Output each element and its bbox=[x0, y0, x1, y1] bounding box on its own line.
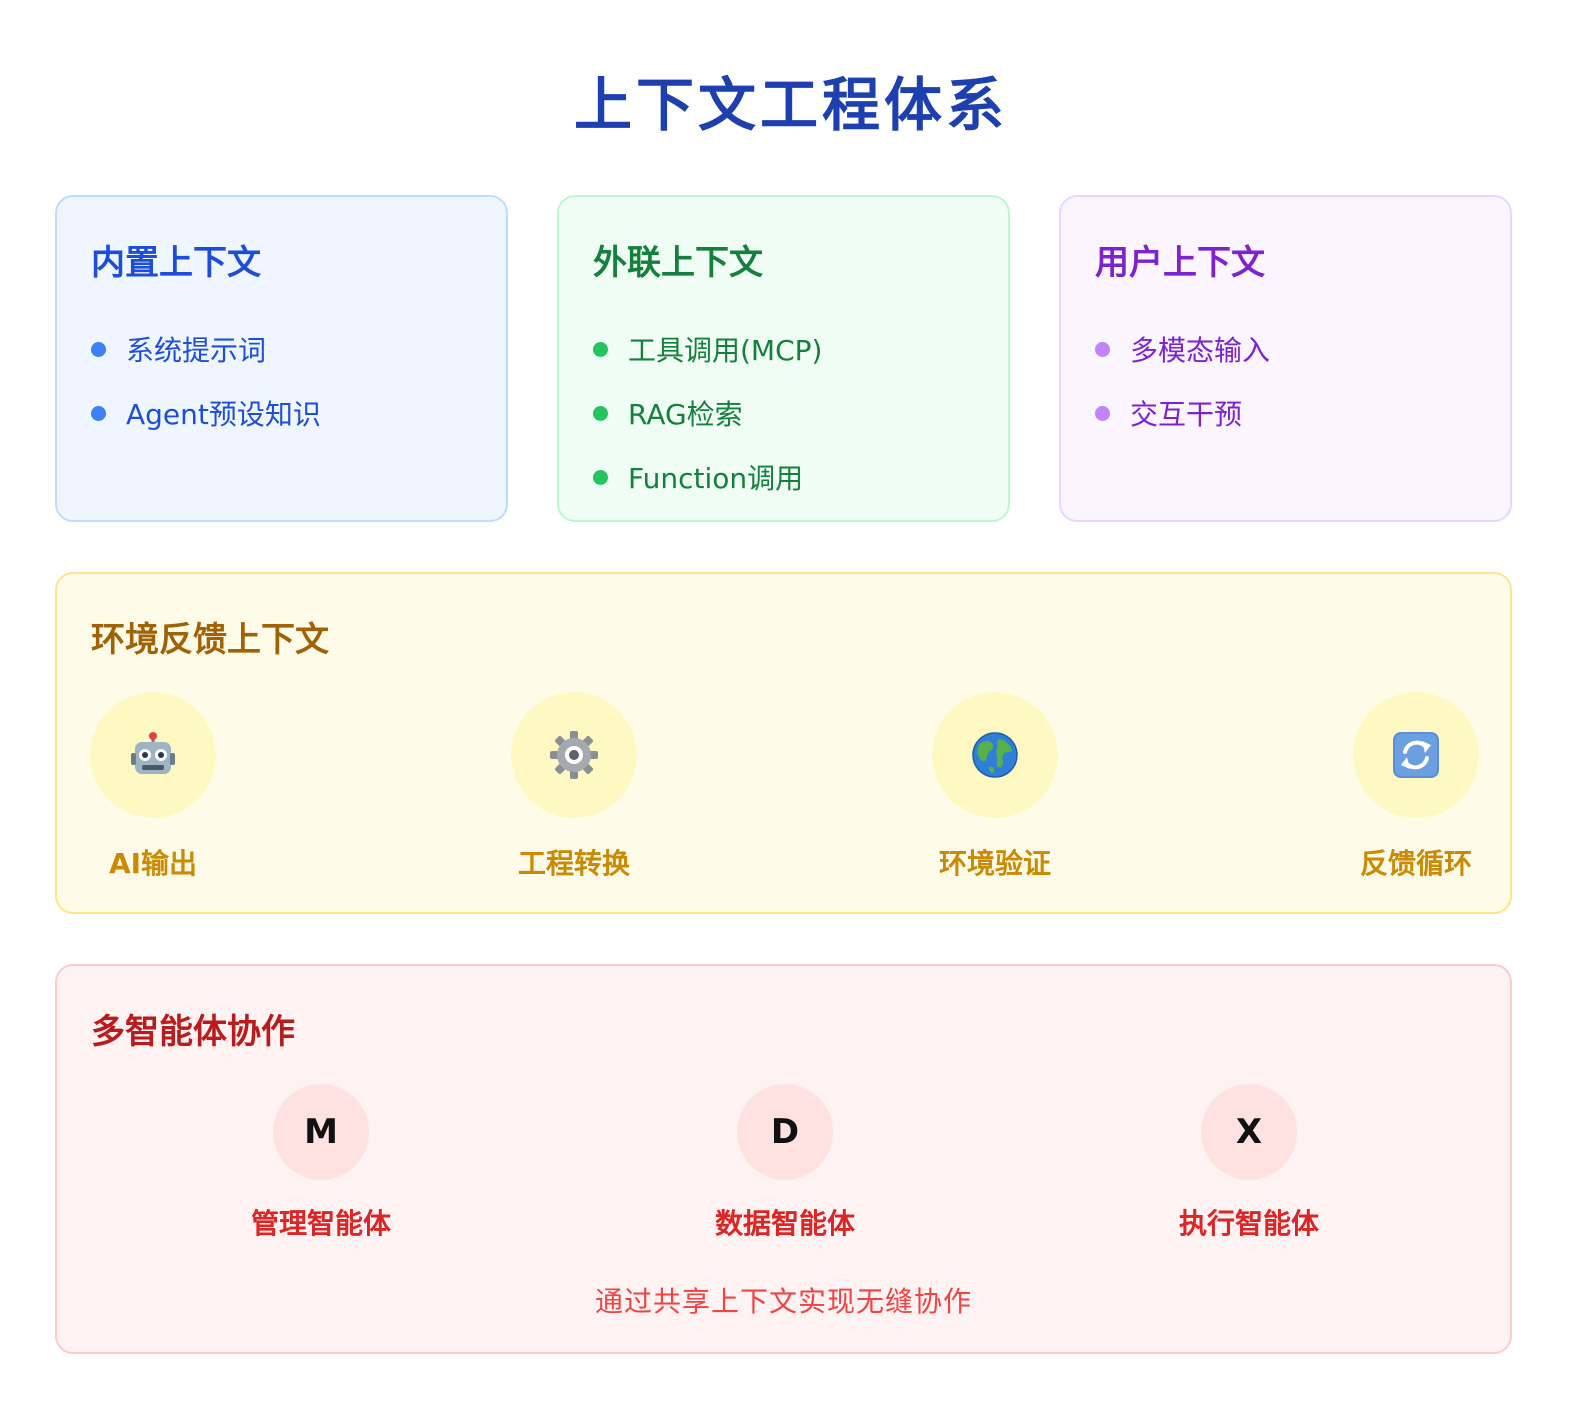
gear-icon bbox=[550, 731, 598, 779]
external-context-title: 外联上下文 bbox=[593, 243, 763, 283]
agent-executor: X 执行智能体 bbox=[1139, 1084, 1359, 1242]
builtin-context-list: 系统提示词 Agent预设知识 bbox=[91, 317, 321, 445]
env-step-ai-output: AI输出 bbox=[53, 692, 253, 882]
user-context-card: 用户上下文 多模态输入 交互干预 bbox=[1059, 195, 1512, 522]
agent-manager: M 管理智能体 bbox=[211, 1084, 431, 1242]
multi-agent-card: 多智能体协作 M 管理智能体 D 数据智能体 X 执行智能体 通过共享上下文实现… bbox=[55, 964, 1512, 1354]
list-item-label: Function调用 bbox=[628, 462, 804, 495]
env-step-engineering-transform: 工程转换 bbox=[474, 692, 674, 882]
env-feedback-card: 环境反馈上下文 AI输出 bbox=[55, 572, 1512, 914]
env-step-label: 环境验证 bbox=[938, 847, 1051, 880]
bullet-dot-icon bbox=[593, 405, 608, 421]
bullet-dot-icon bbox=[593, 341, 608, 357]
list-item: 多模态输入 bbox=[1095, 317, 1270, 381]
list-item: 工具调用(MCP) bbox=[593, 317, 822, 381]
multi-agent-footer: 通过共享上下文实现无缝协作 bbox=[594, 1285, 972, 1318]
bullet-dot-icon bbox=[593, 469, 608, 485]
env-step-circle bbox=[511, 692, 637, 818]
env-step-label: 工程转换 bbox=[517, 847, 630, 880]
robot-icon bbox=[131, 732, 175, 774]
env-step-label: 反馈循环 bbox=[1359, 847, 1472, 880]
agent-data: D 数据智能体 bbox=[675, 1084, 895, 1242]
agent-label: 数据智能体 bbox=[714, 1207, 855, 1240]
globe-icon bbox=[972, 732, 1018, 778]
env-step-label: AI输出 bbox=[108, 847, 198, 880]
env-step-circle bbox=[90, 692, 216, 818]
external-context-list: 工具调用(MCP) RAG检索 Function调用 bbox=[593, 317, 822, 509]
agent-avatar: D bbox=[737, 1084, 833, 1180]
cycle-arrows-icon bbox=[1393, 732, 1439, 778]
builtin-context-card: 内置上下文 系统提示词 Agent预设知识 bbox=[55, 195, 508, 522]
list-item-label: 工具调用(MCP) bbox=[628, 334, 823, 367]
agent-label: 管理智能体 bbox=[250, 1207, 391, 1240]
builtin-context-title: 内置上下文 bbox=[91, 243, 261, 283]
list-item: 交互干预 bbox=[1095, 381, 1270, 445]
bullet-dot-icon bbox=[91, 341, 106, 357]
list-item-label: 系统提示词 bbox=[126, 334, 267, 367]
list-item: RAG检索 bbox=[593, 381, 822, 445]
agent-avatar: X bbox=[1201, 1084, 1297, 1180]
agent-avatar: M bbox=[273, 1084, 369, 1180]
list-item-label: RAG检索 bbox=[628, 398, 743, 431]
list-item-label: Agent预设知识 bbox=[126, 398, 321, 431]
env-step-feedback-loop: 反馈循环 bbox=[1316, 692, 1516, 882]
user-context-title: 用户上下文 bbox=[1095, 243, 1265, 283]
user-context-list: 多模态输入 交互干预 bbox=[1095, 317, 1270, 445]
agent-label: 执行智能体 bbox=[1178, 1207, 1319, 1240]
env-step-circle bbox=[932, 692, 1058, 818]
list-item: Function调用 bbox=[593, 445, 822, 509]
env-feedback-title: 环境反馈上下文 bbox=[91, 620, 329, 660]
list-item-label: 交互干预 bbox=[1130, 398, 1243, 431]
multi-agent-title: 多智能体协作 bbox=[91, 1012, 295, 1052]
list-item: 系统提示词 bbox=[91, 317, 321, 381]
external-context-card: 外联上下文 工具调用(MCP) RAG检索 Function调用 bbox=[557, 195, 1010, 522]
list-item: Agent预设知识 bbox=[91, 381, 321, 445]
env-step-circle bbox=[1353, 692, 1479, 818]
bullet-dot-icon bbox=[91, 405, 106, 421]
page-title: 上下文工程体系 bbox=[573, 71, 1008, 139]
bullet-dot-icon bbox=[1095, 341, 1110, 357]
bullet-dot-icon bbox=[1095, 405, 1110, 421]
env-step-environment-verify: 环境验证 bbox=[895, 692, 1095, 882]
list-item-label: 多模态输入 bbox=[1130, 334, 1271, 367]
